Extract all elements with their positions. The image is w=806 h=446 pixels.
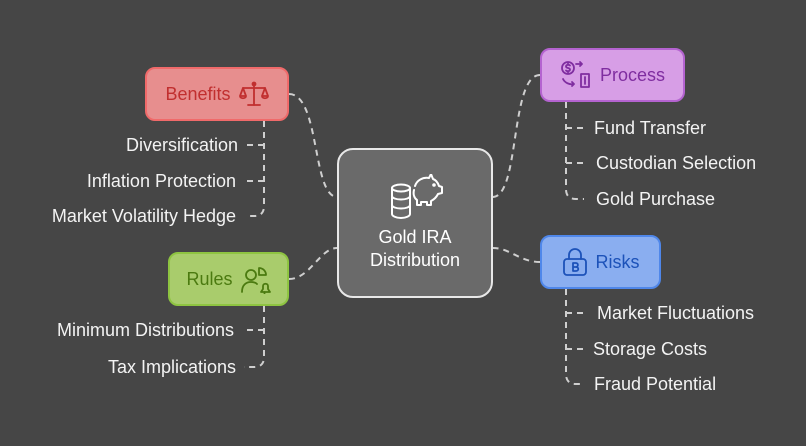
risks-item-1: Market Fluctuations [597,303,755,323]
person-alert-icon [240,267,271,294]
padlock-icon [562,248,587,276]
branch-process: Process [540,48,685,102]
rules-item-1: Minimum Distributions [56,320,234,340]
risks-item-2: Storage Costs [593,339,708,359]
rules-item-2: Tax Implications [107,357,236,377]
branch-rules-label: Rules [186,268,233,289]
branch-rules: Rules [168,252,289,306]
benefits-item-1: Diversification [125,135,238,155]
piggy-bank-coins-icon [391,174,443,219]
central-topic-line1: Gold IRA [378,227,452,247]
branch-benefits: Benefits [145,67,289,121]
benefits-item-2: Inflation Protection [86,171,236,191]
central-topic-line2: Distribution [369,250,461,270]
branch-risks-label: Risks [595,251,640,272]
central-topic-title: Gold IRA Distribution [370,226,460,272]
money-exchange-icon [561,61,590,88]
process-item-2: Custodian Selection [596,153,757,173]
scales-icon [238,81,269,106]
branch-risks: Risks [540,235,661,289]
process-item-1: Fund Transfer [594,118,707,138]
process-item-3: Gold Purchase [596,189,716,209]
branch-process-label: Process [599,64,666,85]
risks-item-3: Fraud Potential [594,374,717,394]
benefits-item-3: Market Volatility Hedge [51,206,236,226]
central-topic: Gold IRA Distribution [337,148,493,298]
branch-benefits-label: Benefits [165,83,231,104]
